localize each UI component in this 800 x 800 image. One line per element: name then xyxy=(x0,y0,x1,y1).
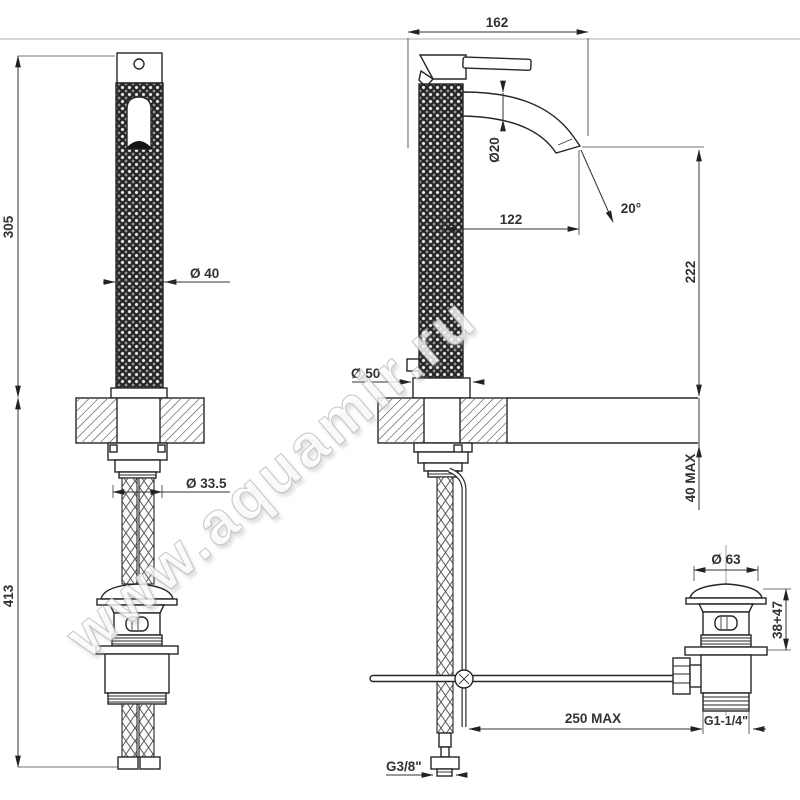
side-hose-ferrule xyxy=(438,732,452,748)
side-mounting-flange xyxy=(413,442,473,453)
dim-rod-length-label: 250 MAX xyxy=(565,711,621,726)
front-view xyxy=(75,52,205,770)
front-mounting-nut xyxy=(114,459,161,473)
front-hose-right xyxy=(138,477,155,585)
side-drain-overflow-slot xyxy=(714,615,738,631)
side-mounting-nut xyxy=(417,451,469,464)
front-counter-hatch-left xyxy=(77,399,117,442)
front-base-collar xyxy=(110,387,168,399)
dim-base-diameter-label: Ø 50 xyxy=(351,366,380,381)
dim-body-diameter-label: Ø 40 xyxy=(190,266,219,281)
popup-rod-horizontal xyxy=(369,674,689,683)
side-drain-cap xyxy=(689,583,763,599)
dim-shank-diameter-label: Ø 33.5 xyxy=(186,476,227,491)
front-hose-nut-left xyxy=(117,756,139,770)
dim-front-height-label: 305 xyxy=(1,215,16,238)
dim-counter-thickness-label: 40 MAX xyxy=(683,454,698,503)
front-drain-body xyxy=(104,653,170,694)
side-spout xyxy=(462,91,582,154)
front-drain-overflow-slot xyxy=(125,616,149,632)
dim-drain-height-label: 38+47 xyxy=(770,601,785,639)
side-counter-hatch-right xyxy=(460,399,506,442)
front-hose-nut-right xyxy=(139,756,161,770)
side-view xyxy=(369,54,704,777)
front-dimensions: 305 413 Ø 40 Ø 33.5 xyxy=(1,55,230,768)
dim-drain-cap-diameter-label: Ø 63 xyxy=(711,552,741,567)
dim-angle-label: 20° xyxy=(621,201,641,216)
side-drain-flange xyxy=(684,646,768,656)
front-lever-slot xyxy=(126,96,152,150)
front-cap xyxy=(116,52,163,84)
dim-spout-height-label: 222 xyxy=(683,261,698,284)
side-counter-hatch-left xyxy=(379,399,424,442)
front-counter-hatch-right xyxy=(160,399,203,442)
side-drain-body xyxy=(700,654,752,694)
dim-depth-label: 162 xyxy=(486,15,509,30)
side-drain-assembly xyxy=(684,545,768,716)
dim-projection-label: 122 xyxy=(500,212,523,227)
side-hose xyxy=(436,476,454,734)
front-drain-cap xyxy=(100,583,174,600)
front-drain-assembly xyxy=(95,583,179,705)
drain-rod-clamp xyxy=(672,657,691,695)
dim-spout-diameter-label: Ø20 xyxy=(487,137,502,163)
side-handle-cap xyxy=(418,54,467,80)
side-hose-nut xyxy=(430,756,460,770)
dim-under-counter-label: 413 xyxy=(1,584,16,607)
dim-hose-thread-label: G3/8" xyxy=(386,759,422,774)
side-handle-lever xyxy=(462,56,532,72)
side-hose-thread xyxy=(436,768,453,777)
side-fixing-tab xyxy=(406,358,420,372)
front-cap-hole xyxy=(133,58,145,70)
dim-drain-thread-label: G1-1/4" xyxy=(704,714,748,728)
front-lever-slot-opening xyxy=(125,141,153,149)
side-drain-thread-lower xyxy=(702,692,750,712)
side-dimensions: 162 Ø20 122 20° 222 40 MAX Ø 50 Ø 63 xyxy=(351,15,791,778)
